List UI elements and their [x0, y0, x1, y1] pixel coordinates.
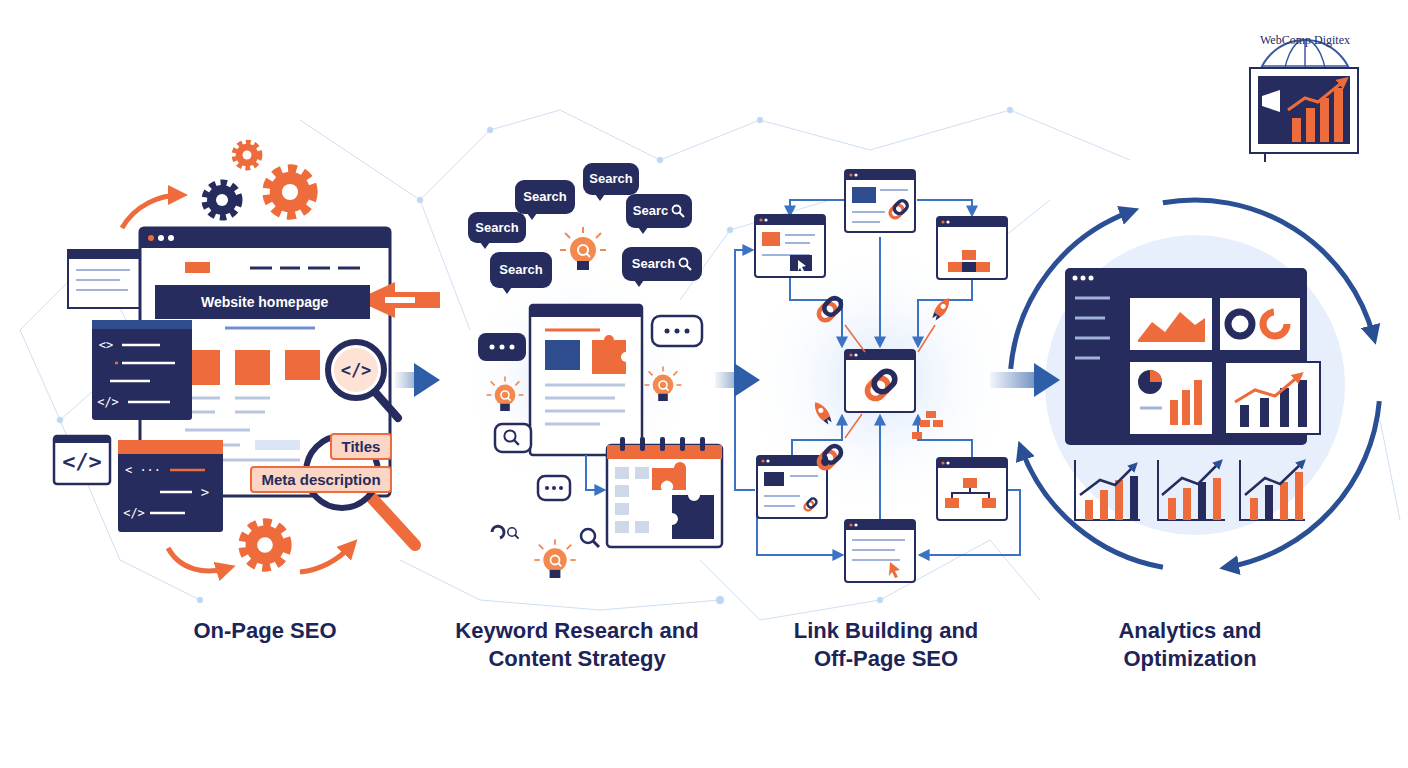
flow-arrow: [715, 363, 760, 397]
search-bubble: Searc: [626, 194, 692, 228]
node-text: Search: [632, 250, 675, 278]
arrow-head: [734, 363, 760, 397]
arrow-head: [414, 363, 440, 397]
code-symbol: <>: [99, 339, 113, 351]
stage-group: On-Page SEO Website homepageTitlesMeta de…: [40, 120, 395, 680]
code-symbol: </>: [97, 396, 119, 408]
on-page-illustration: [54, 143, 440, 572]
arrow-shaft: [395, 372, 416, 388]
node-text: Search: [523, 183, 566, 211]
code-symbol: >: [201, 485, 209, 499]
search-bubble: Search: [583, 163, 639, 195]
arrow-shaft: [990, 372, 1036, 388]
link-building-illustration: [735, 170, 1020, 582]
stage-heading: On-Page SEO: [135, 617, 395, 645]
logo-text: WebComp Digitex: [1260, 34, 1350, 46]
search-bubble: Search: [515, 180, 575, 214]
search-bubble: Search: [622, 247, 702, 281]
node-text: Website homepage: [201, 288, 328, 316]
search-bubble: Search: [468, 212, 526, 243]
search-icon: [678, 257, 692, 271]
stage-group: Analytics and Optimization: [1060, 120, 1385, 680]
node-text: Search: [499, 256, 542, 284]
arrow-shaft: [715, 372, 736, 388]
code-symbol: </>: [62, 451, 102, 473]
search-icon: [671, 204, 685, 218]
code-symbol: </>: [341, 362, 372, 379]
stage-group: Keyword Research and Content Strategy Sea…: [440, 120, 715, 680]
node-text: Search: [589, 165, 632, 193]
keyword-illustration: [478, 227, 722, 578]
stage-heading: Analytics and Optimization: [1060, 617, 1320, 673]
analytics-illustration: [1011, 200, 1380, 567]
code-symbol: < ···: [125, 464, 161, 476]
flow-arrow: [395, 363, 440, 397]
seo-tag: Titles: [330, 433, 392, 460]
logo: [1250, 40, 1358, 162]
network-background: [20, 107, 1400, 620]
flow-arrow: [990, 363, 1060, 397]
stage-heading: Keyword Research and Content Strategy: [446, 617, 708, 673]
stage-group: Link Building and Off-Page SEO: [760, 120, 990, 680]
arrow-head: [1034, 363, 1060, 397]
seo-tag: Meta description: [250, 466, 392, 493]
node-text: Meta description: [261, 466, 380, 494]
homepage-banner: Website homepage: [155, 285, 370, 319]
node-text: Titles: [342, 433, 381, 461]
search-bubble: Search: [490, 252, 552, 288]
node-text: Search: [475, 214, 518, 242]
code-symbol: </>: [123, 507, 145, 519]
node-text: Searc: [633, 197, 668, 225]
stage-heading: Link Building and Off-Page SEO: [773, 617, 999, 673]
